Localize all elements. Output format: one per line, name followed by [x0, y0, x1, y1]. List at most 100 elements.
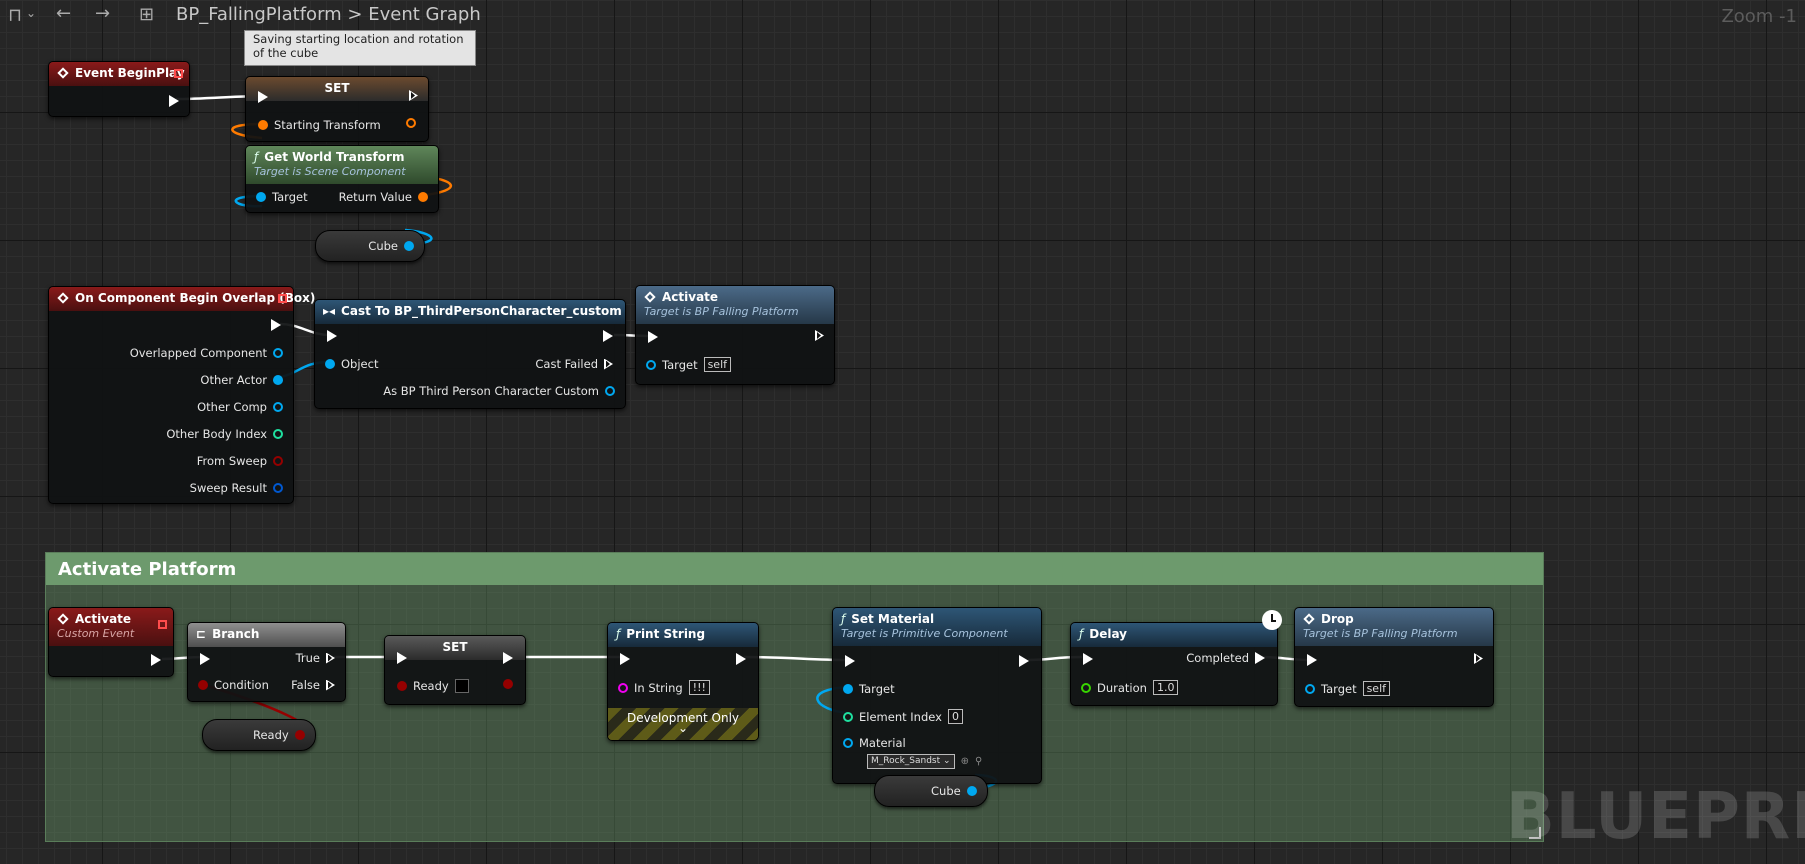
- delegate-pin[interactable]: [174, 69, 183, 78]
- forward-arrow-icon[interactable]: →: [95, 3, 111, 24]
- duration-in-pin[interactable]: [1081, 682, 1091, 693]
- exec-out-pin[interactable]: [1474, 653, 1483, 664]
- condition-in-pin[interactable]: [198, 680, 208, 690]
- in-string-pin[interactable]: [618, 682, 628, 693]
- exec-out-pin[interactable]: [409, 90, 418, 101]
- cube-out-pin[interactable]: [966, 786, 977, 796]
- bookmark-icon[interactable]: ⊓: [8, 5, 23, 26]
- variable-label: Cube: [368, 239, 398, 253]
- sweep-result-pin[interactable]: [273, 483, 283, 493]
- duration-value[interactable]: 1.0: [1152, 680, 1179, 695]
- browse-icon[interactable]: ⚲: [974, 756, 983, 767]
- material-in-pin[interactable]: [843, 738, 853, 748]
- delegate-pin[interactable]: [158, 620, 167, 629]
- exec-in-pin[interactable]: [845, 655, 855, 667]
- pin-label: Target: [859, 682, 895, 696]
- object-in-pin[interactable]: [325, 359, 335, 369]
- ready-out-pin[interactable]: [294, 730, 305, 740]
- true-out-pin[interactable]: [326, 652, 335, 664]
- material-dropdown[interactable]: M_Rock_Sandst ⌄: [867, 754, 955, 769]
- node-cast-to[interactable]: ▸◂Cast To BP_ThirdPersonCharacter_custom…: [314, 299, 626, 409]
- node-component-begin-overlap[interactable]: On Component Begin Overlap (Box) Overlap…: [48, 286, 315, 504]
- other-body-index-pin[interactable]: [273, 429, 283, 439]
- transform-out-pin[interactable]: [406, 118, 416, 128]
- element-index-pin[interactable]: [843, 711, 853, 722]
- exec-out-pin[interactable]: [503, 652, 513, 664]
- target-in-pin[interactable]: [843, 684, 853, 694]
- exec-in-pin[interactable]: [1307, 654, 1317, 666]
- breadcrumb-graph[interactable]: Event Graph: [368, 4, 481, 25]
- node-title: Print String: [626, 627, 706, 641]
- target-in-pin[interactable]: [256, 192, 266, 202]
- exec-out-pin[interactable]: [603, 330, 613, 342]
- exec-in-pin[interactable]: [327, 330, 337, 342]
- variable-ready[interactable]: Ready: [202, 719, 316, 751]
- variable-label: Cube: [931, 784, 961, 798]
- pin-label: Starting Transform: [274, 118, 381, 132]
- event-call-icon: [1303, 613, 1315, 625]
- exec-in-pin[interactable]: [620, 653, 630, 665]
- breadcrumb-separator-icon: >: [347, 4, 363, 25]
- exec-in-pin[interactable]: [1083, 653, 1093, 665]
- other-comp-pin[interactable]: [273, 402, 283, 412]
- target-in-pin[interactable]: [646, 359, 656, 370]
- chevron-down-icon[interactable]: ⌄: [26, 6, 37, 20]
- ready-in-pin[interactable]: [397, 681, 407, 691]
- false-out-pin[interactable]: [326, 679, 335, 691]
- variable-cube-2[interactable]: Cube: [874, 775, 988, 807]
- node-title: Branch: [212, 627, 260, 641]
- ready-out-pin[interactable]: [503, 679, 513, 689]
- comment-resize-handle[interactable]: [1529, 827, 1541, 839]
- cast-failed-pin[interactable]: [604, 358, 613, 370]
- element-index-value[interactable]: 0: [947, 709, 963, 724]
- target-value[interactable]: self: [1362, 681, 1391, 696]
- return-value-pin[interactable]: [418, 192, 428, 202]
- pin-label: Other Actor: [200, 373, 267, 387]
- exec-out-pin[interactable]: [169, 95, 179, 107]
- from-sweep-pin[interactable]: [273, 456, 283, 466]
- as-character-pin[interactable]: [605, 386, 615, 396]
- development-only-bar[interactable]: Development Only⌄: [608, 708, 758, 740]
- back-arrow-icon[interactable]: ←: [56, 3, 72, 24]
- exec-out-pin[interactable]: [815, 330, 824, 341]
- in-string-value[interactable]: !!!: [688, 680, 710, 695]
- exec-out-pin[interactable]: [1019, 655, 1029, 667]
- transform-in-pin[interactable]: [258, 120, 268, 130]
- node-branch[interactable]: ⊏Branch True Condition False: [187, 622, 346, 702]
- pin-label: Sweep Result: [189, 481, 267, 495]
- exec-in-pin[interactable]: [200, 653, 210, 665]
- function-icon: ƒ: [841, 612, 846, 626]
- zoom-level: Zoom -1: [1721, 6, 1797, 27]
- node-set-transform[interactable]: SET Starting Transform: [245, 76, 429, 142]
- exec-out-pin[interactable]: [271, 319, 281, 331]
- chevron-down-icon[interactable]: ⌄: [677, 721, 689, 735]
- exec-out-pin[interactable]: [736, 653, 746, 665]
- delegate-pin[interactable]: [278, 294, 287, 303]
- graph-icon: ⊞: [139, 4, 155, 25]
- exec-in-pin[interactable]: [258, 91, 268, 103]
- other-actor-pin[interactable]: [273, 375, 283, 385]
- node-set-ready[interactable]: SET Ready: [384, 635, 526, 705]
- exec-out-pin[interactable]: [151, 654, 161, 666]
- exec-in-pin[interactable]: [397, 652, 407, 664]
- overlapped-component-pin[interactable]: [273, 348, 283, 358]
- cube-out-pin[interactable]: [404, 241, 414, 251]
- comment-title[interactable]: Activate Platform: [46, 553, 1543, 585]
- exec-in-pin[interactable]: [648, 331, 658, 343]
- breadcrumb: BP_FallingPlatform > Event Graph: [176, 4, 481, 25]
- node-event-beginplay[interactable]: Event BeginPlay: [48, 61, 190, 117]
- completed-out-pin[interactable]: [1255, 652, 1265, 664]
- use-selected-icon[interactable]: ⊕: [960, 756, 969, 767]
- ready-checkbox[interactable]: [454, 679, 469, 693]
- target-value[interactable]: self: [703, 357, 732, 372]
- target-in-pin[interactable]: [1305, 683, 1315, 694]
- variable-cube[interactable]: Cube: [315, 230, 425, 262]
- breadcrumb-asset[interactable]: BP_FallingPlatform: [176, 4, 342, 25]
